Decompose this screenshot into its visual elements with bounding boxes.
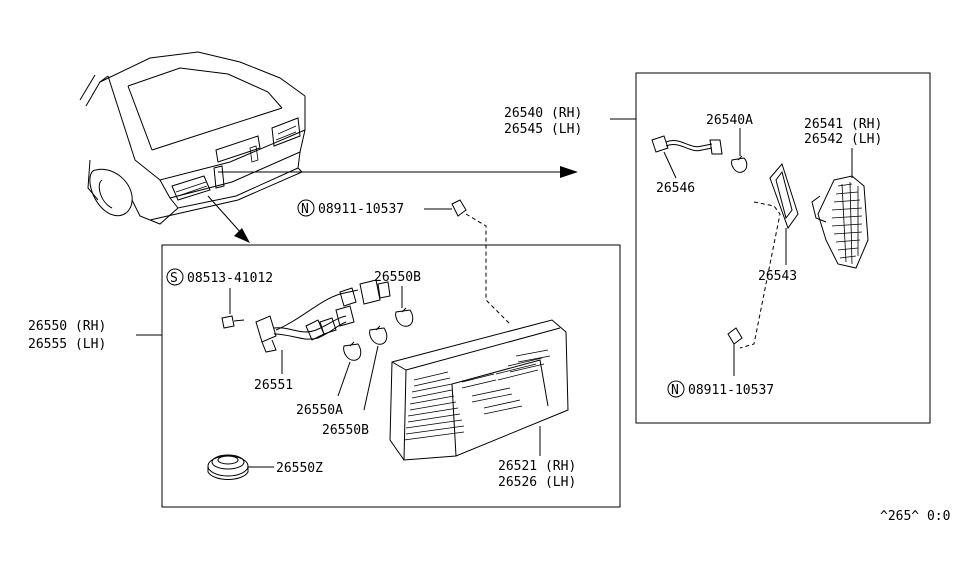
label-08911-top: 08911-10537: [318, 202, 404, 217]
n-symbol-top: N: [297, 199, 315, 217]
leader-26550b-bottom: [363, 345, 379, 411]
label-26545-lh: 26545 (LH): [504, 122, 582, 137]
bulb-26550b-bottom: [369, 325, 388, 345]
label-26540-rh: 26540 (RH): [504, 106, 582, 121]
svg-text:S: S: [170, 271, 178, 286]
side-marker-socket-harness: [651, 135, 723, 179]
side-marker-clip: [727, 327, 743, 345]
assembly-line-tail-lamp: [465, 213, 511, 325]
label-26542-lh: 26542 (LH): [804, 132, 882, 147]
label-26555-lh: 26555 (LH): [28, 337, 106, 352]
bulb-26550b-top: [395, 307, 414, 327]
label-26550b-top: 26550B: [374, 270, 421, 285]
arrow-to-side-marker: [218, 166, 578, 178]
label-26550z: 26550Z: [276, 461, 323, 476]
screw: [221, 315, 245, 329]
svg-text:N: N: [301, 202, 309, 217]
tail-lamp-lens: [389, 319, 569, 461]
label-26540a: 26540A: [706, 113, 753, 128]
s-symbol: S: [166, 268, 184, 286]
bulb-26550a: [343, 341, 362, 361]
side-marker-bulb: [731, 155, 748, 173]
grommet-26550z: [207, 454, 249, 480]
tail-lamp-box: [161, 244, 621, 508]
label-26550-rh: 26550 (RH): [28, 319, 106, 334]
n-symbol-right: N: [667, 380, 685, 398]
side-marker-gasket: [769, 162, 799, 230]
leader-26550a: [337, 361, 351, 397]
label-26550b-bottom: 26550B: [322, 423, 369, 438]
label-08513: 08513-41012: [187, 271, 273, 286]
label-26546: 26546: [656, 181, 695, 196]
tail-lamp-clip: [451, 199, 467, 217]
svg-text:N: N: [671, 383, 679, 398]
label-26543: 26543: [758, 269, 797, 284]
label-26551: 26551: [254, 378, 293, 393]
side-marker-lamp-box: [635, 72, 931, 424]
label-26521-rh: 26521 (RH): [498, 459, 576, 474]
label-26526-lh: 26526 (LH): [498, 475, 576, 490]
label-26550a: 26550A: [296, 403, 343, 418]
assembly-line-side-marker: [739, 201, 781, 349]
car-rear-illustration: [79, 51, 306, 225]
tail-lamp-harness: [255, 279, 391, 353]
label-26541-rh: 26541 (RH): [804, 117, 882, 132]
label-08911-right: 08911-10537: [688, 383, 774, 398]
side-marker-lamp: [811, 175, 869, 269]
arrow-to-tail-lamp: [207, 195, 250, 243]
diagram-code: ^265^ 0:0: [880, 509, 950, 524]
